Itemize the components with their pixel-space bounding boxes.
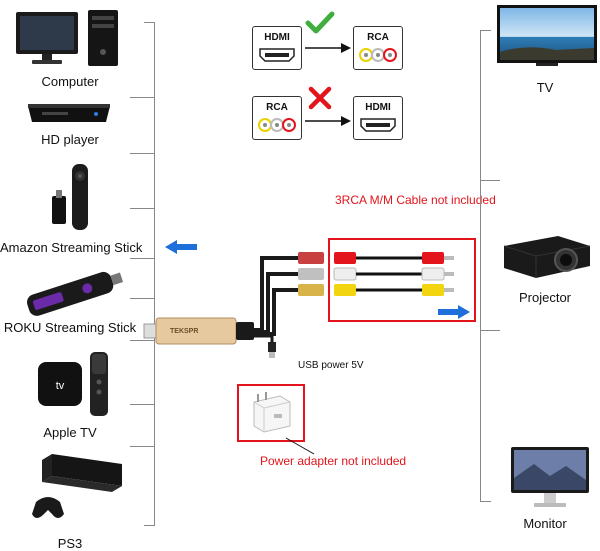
- hdmi-port-icon: [259, 48, 295, 62]
- rca-port-box: RCA: [353, 26, 403, 70]
- power-adapter-icon: [253, 392, 291, 433]
- device-label-ps3: PS3: [57, 536, 83, 551]
- rca-jacks-icon: [258, 118, 296, 132]
- rca-jacks-icon: [359, 48, 397, 62]
- divider-line: [130, 208, 154, 209]
- rca-port-label: RCA: [367, 32, 389, 43]
- power-adapter-highlight-box: [237, 384, 305, 442]
- device-label-amazon-stick: Amazon Streaming Stick: [0, 240, 143, 255]
- device-label-apple-tv: Apple TV: [43, 425, 97, 440]
- right-arrow-icon: [305, 43, 351, 53]
- hdmi-port-label: HDMI: [365, 102, 391, 113]
- hdmi-port-box: HDMI: [353, 96, 403, 140]
- hd-player-icon: [28, 104, 110, 122]
- left-arrow-icon: [165, 240, 197, 254]
- divider-line: [130, 340, 154, 341]
- svg-text:tv: tv: [56, 380, 65, 392]
- roku-stick-icon: [26, 271, 124, 316]
- device-label-tv: TV: [536, 80, 554, 95]
- adapter-brand-label: TEKSPR: [170, 328, 199, 335]
- device-label-roku-stick: ROKU Streaming Stick: [3, 320, 137, 335]
- ps3-icon: [32, 454, 122, 518]
- monitor-icon: [511, 447, 589, 507]
- device-label-computer: Computer: [41, 74, 99, 89]
- cross-icon: [308, 86, 332, 110]
- hdmi-port-box: HDMI: [252, 26, 302, 70]
- power-adapter-not-included-note: Power adapter not included: [260, 454, 407, 468]
- right-arrow-icon: [305, 116, 351, 126]
- cable-not-included-note: 3RCA M/M Cable not included: [335, 193, 496, 207]
- projector-icon: [503, 236, 591, 278]
- computer-icon: [16, 10, 118, 66]
- usb-power-label: USB power 5V: [298, 360, 364, 371]
- amazon-stick-icon: [52, 164, 88, 230]
- divider-line: [130, 258, 154, 259]
- rca-port-label: RCA: [266, 102, 288, 113]
- divider-line: [480, 330, 500, 331]
- divider-line: [130, 153, 154, 154]
- left-device-bracket: [144, 22, 155, 526]
- rca-port-box: RCA: [252, 96, 302, 140]
- divider-line: [130, 298, 154, 299]
- right-arrow-icon: [438, 305, 470, 319]
- device-label-projector: Projector: [518, 290, 572, 305]
- divider-line: [130, 97, 154, 98]
- divider-line: [480, 180, 500, 181]
- tv-icon: [497, 5, 597, 66]
- divider-line: [130, 446, 154, 447]
- device-label-monitor: Monitor: [523, 516, 567, 531]
- device-label-hd-player: HD player: [41, 132, 99, 147]
- check-icon: [305, 11, 335, 34]
- hdmi-port-icon: [360, 118, 396, 132]
- hdmi-to-rca-adapter-illustration: [143, 252, 454, 358]
- divider-line: [130, 404, 154, 405]
- hdmi-port-label: HDMI: [264, 32, 290, 43]
- apple-tv-icon: tv: [38, 352, 108, 416]
- rca-cable-highlight-box: [328, 238, 476, 322]
- pointer-line: [285, 437, 315, 455]
- right-device-bracket: [480, 30, 491, 502]
